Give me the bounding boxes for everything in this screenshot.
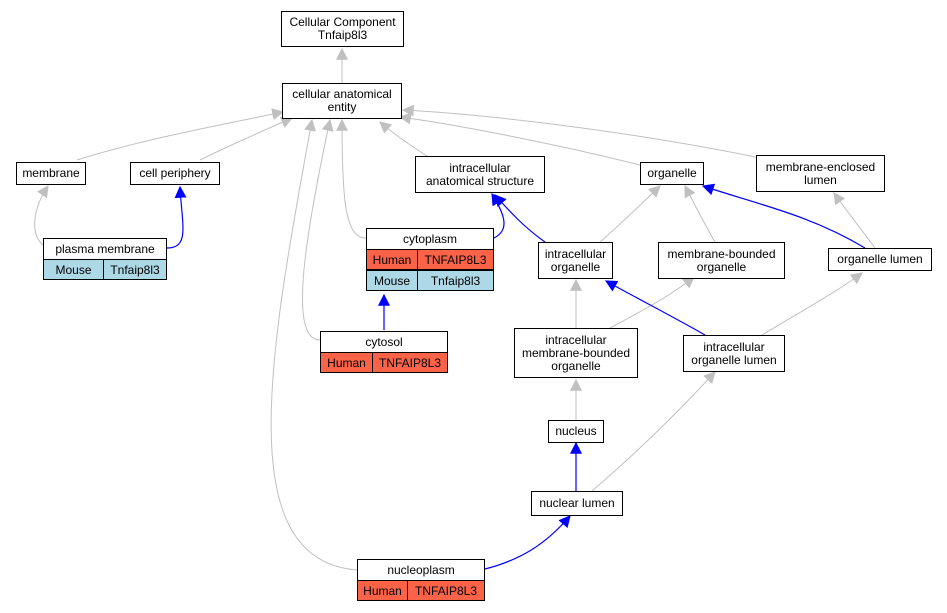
part-of-edges bbox=[166, 183, 866, 570]
organism-label: Mouse bbox=[367, 271, 418, 290]
node-nucleus[interactable]: nucleus bbox=[548, 420, 604, 443]
node-cytosol[interactable]: cytosol bbox=[320, 331, 448, 353]
edge-mbo-organelle bbox=[684, 184, 716, 243]
node-intracellular-organelle-lumen[interactable]: intracellular organelle lumen bbox=[683, 335, 785, 372]
node-membrane[interactable]: membrane bbox=[16, 162, 86, 185]
edge-cellperiphery-cae bbox=[199, 116, 294, 161]
node-nucleoplasm[interactable]: nucleoplasm bbox=[357, 559, 485, 581]
node-plasma-membrane[interactable]: plasma membrane bbox=[43, 238, 167, 260]
organism-label: Human bbox=[358, 581, 408, 600]
annotation-nucleoplasm-human: Human TNFAIP8L3 bbox=[357, 581, 485, 601]
is-a-edges bbox=[34, 47, 876, 571]
edge-membrane-cae bbox=[76, 108, 285, 161]
edge-plasmamembrane-membrane bbox=[34, 185, 49, 247]
edge-nucleoplasm-cae bbox=[270, 118, 358, 571]
organism-label: Mouse bbox=[44, 260, 104, 279]
annotation-cytoplasm-human: Human TNFAIP8L3 bbox=[366, 250, 494, 270]
annotation-cytosol-human: Human TNFAIP8L3 bbox=[320, 353, 448, 373]
edge-ol-organelle bbox=[701, 183, 866, 249]
edge-organelle-cae bbox=[398, 112, 641, 166]
edge-imbo-mbo bbox=[609, 276, 695, 329]
gene-label: Tnfaip8l3 bbox=[418, 271, 493, 290]
node-intracellular-anatomical-structure[interactable]: intracellular anatomical structure bbox=[415, 156, 545, 193]
edge-iol-io bbox=[604, 280, 706, 336]
edge-mel-cae bbox=[401, 104, 761, 159]
organism-label: Human bbox=[367, 250, 418, 269]
edge-iol-ol bbox=[761, 272, 863, 336]
node-cellular-anatomical-entity[interactable]: cellular anatomical entity bbox=[282, 83, 402, 119]
node-membrane-bounded-organelle[interactable]: membrane-bounded organelle bbox=[658, 242, 785, 279]
annotation-cytoplasm-mouse: Mouse Tnfaip8l3 bbox=[366, 270, 494, 291]
edge-ias-cae bbox=[379, 121, 431, 159]
edge-cytoplasm-cae bbox=[336, 118, 367, 239]
edge-cytosol-cae bbox=[302, 118, 334, 341]
node-organelle-lumen[interactable]: organelle lumen bbox=[828, 248, 932, 271]
node-intracellular-membrane-bounded-organelle[interactable]: intracellular membrane-bounded organelle bbox=[514, 328, 638, 378]
node-nuclear-lumen[interactable]: nuclear lumen bbox=[531, 491, 623, 516]
node-cytoplasm[interactable]: cytoplasm bbox=[366, 228, 494, 250]
node-cellular-component[interactable]: Cellular Component Tnfaip8l3 bbox=[281, 11, 404, 47]
gene-label: TNFAIP8L3 bbox=[373, 353, 447, 372]
gene-label: TNFAIP8L3 bbox=[408, 581, 484, 600]
annotation-plasma-membrane-mouse: Mouse Tnfaip8l3 bbox=[43, 260, 167, 280]
node-cell-periphery[interactable]: cell periphery bbox=[130, 162, 220, 185]
edge-nucleoplasm-nuclearlumen bbox=[484, 515, 571, 570]
gene-label: TNFAIP8L3 bbox=[418, 250, 493, 269]
edge-nuclearlumen-iol bbox=[591, 371, 716, 492]
organism-label: Human bbox=[321, 353, 373, 372]
edge-io-ias bbox=[494, 194, 546, 243]
node-intracellular-organelle[interactable]: intracellular organelle bbox=[538, 242, 613, 279]
edge-plasmamembrane-cellperiphery bbox=[166, 185, 187, 249]
gene-label: Tnfaip8l3 bbox=[104, 260, 166, 279]
node-membrane-enclosed-lumen[interactable]: membrane-enclosed lumen bbox=[756, 155, 885, 192]
edge-io-organelle bbox=[599, 185, 661, 243]
edge-ol-mel bbox=[833, 192, 876, 249]
node-organelle[interactable]: organelle bbox=[640, 162, 704, 185]
